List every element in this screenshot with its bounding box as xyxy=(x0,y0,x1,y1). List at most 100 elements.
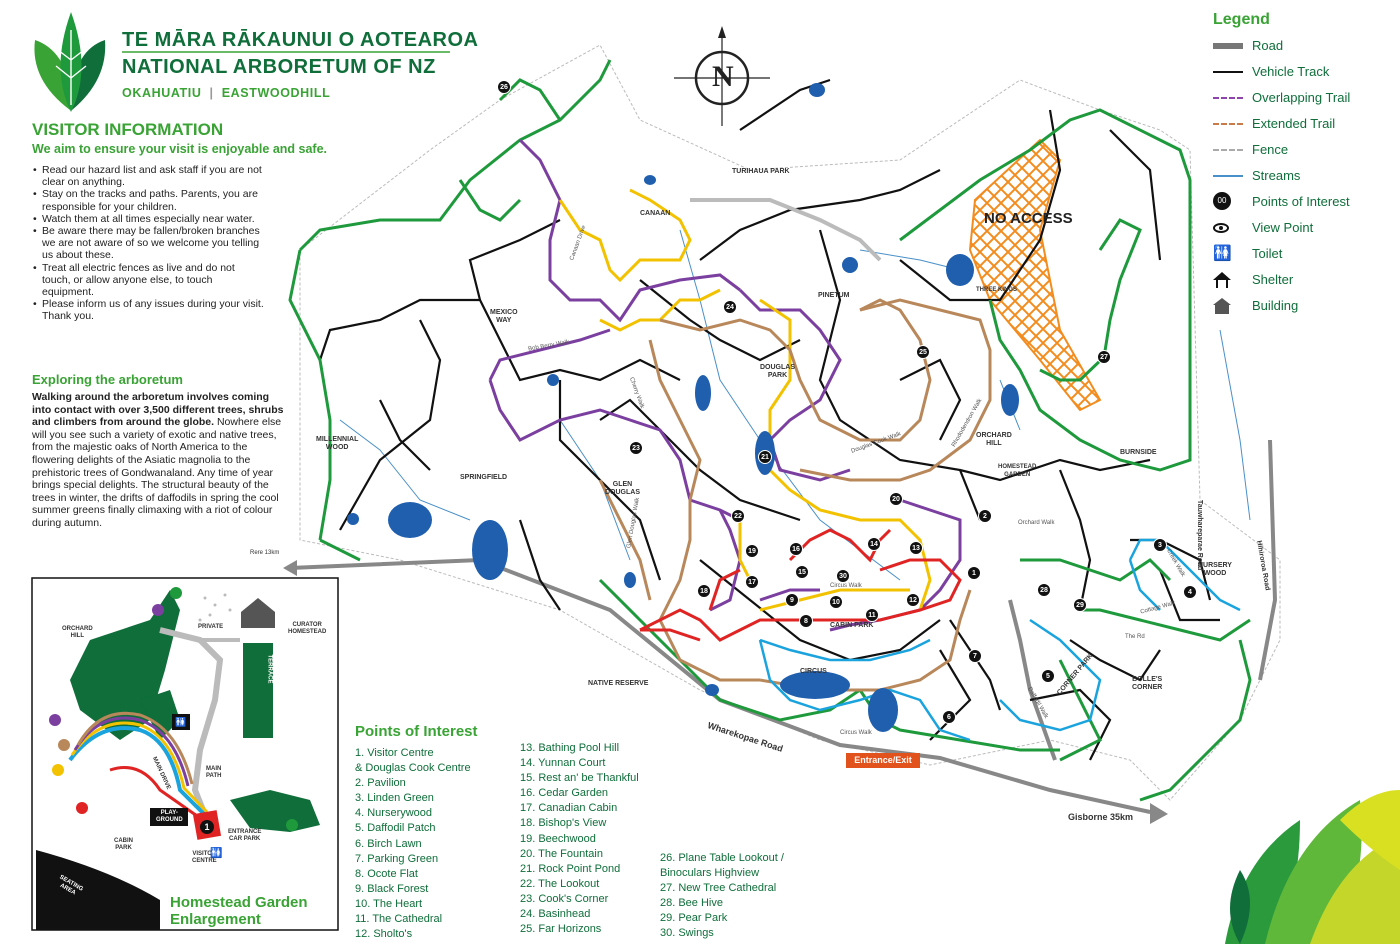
visitor-tip: Treat all electric fences as live and do… xyxy=(33,262,264,299)
poi-marker[interactable]: 5 xyxy=(1041,669,1055,683)
label-millennial-wood: MILLENNIAL WOOD xyxy=(316,436,359,451)
poi-list-item: 19. Beechwood xyxy=(520,832,596,845)
poi-marker[interactable]: 2 xyxy=(978,509,992,523)
label-bolles-corner: BOLLE'S CORNER xyxy=(1132,676,1163,691)
poi-marker[interactable]: 21 xyxy=(758,450,772,464)
poi-marker[interactable]: 23 xyxy=(629,441,643,455)
poi-list-item: 17. Canadian Cabin xyxy=(520,802,618,815)
legend-title: Legend xyxy=(1213,11,1270,28)
label-canaan: CANAAN xyxy=(640,210,671,217)
toilet-icon: 🚻 xyxy=(1213,245,1232,262)
poi-marker[interactable]: 14 xyxy=(867,537,881,551)
poi-marker[interactable]: 29 xyxy=(1073,598,1087,612)
poi-marker[interactable]: 7 xyxy=(968,649,982,663)
poi-list-item: 1. Visitor Centre xyxy=(355,747,434,759)
inset-label-orchard-hill: ORCHARD HILL xyxy=(62,626,93,639)
street-label: Circus Walk xyxy=(840,730,872,736)
poi-marker[interactable]: 24 xyxy=(723,300,737,314)
inset-label-private: PRIVATE xyxy=(198,624,224,630)
label-native-reserve: NATIVE RESERVE xyxy=(588,680,649,687)
eye-icon xyxy=(1213,218,1243,238)
poi-marker[interactable]: 22 xyxy=(731,509,745,523)
visitor-tip: Please inform us of any issues during yo… xyxy=(33,298,264,322)
entrance-exit-sign: Entrance/Exit xyxy=(846,753,920,768)
label-turihaua-park: TURIHAUA PARK xyxy=(732,168,790,175)
exploring-text: Nowhere else will you see such a variety… xyxy=(32,416,282,529)
poi-marker[interactable]: 25 xyxy=(916,345,930,359)
poi-list-item: 3. Linden Green xyxy=(355,792,434,805)
poi-marker[interactable]: 8 xyxy=(799,614,813,628)
label-tauwhareparae-road: Tauwhareparae Road xyxy=(1196,500,1203,571)
label-douglas-park: DOUGLAS PARK xyxy=(760,364,795,379)
brown-trail xyxy=(598,298,992,692)
label-springfield: SPRINGFIELD xyxy=(460,474,508,481)
legend-item-label: Streams xyxy=(1252,168,1301,183)
poi-marker[interactable]: 16 xyxy=(789,542,803,556)
exploring-paragraph: Walking around the arboretum involves co… xyxy=(32,391,284,530)
poi-marker[interactable]: 1 xyxy=(967,566,981,580)
poi-marker[interactable]: 4 xyxy=(1183,585,1197,599)
toilet-icon: 🚻 xyxy=(172,714,190,730)
poi-list-item: 9. Black Forest xyxy=(355,882,429,895)
legend-item-label: Road xyxy=(1252,38,1284,53)
street-label: The Rd xyxy=(1125,634,1145,640)
poi-list-item: 12. Sholto's xyxy=(355,928,413,941)
poi-list-item: 13. Bathing Pool Hill xyxy=(520,742,620,754)
poi-marker[interactable]: 6 xyxy=(942,710,956,724)
poi-marker[interactable]: 28 xyxy=(1037,583,1051,597)
poi-marker[interactable]: 12 xyxy=(906,593,920,607)
exploring-bold: Walking around the arboretum involves co… xyxy=(32,391,284,429)
legend-item-label: Toilet xyxy=(1252,246,1283,261)
label-nursery-wood: NURSERY WOOD xyxy=(1198,562,1232,577)
line-legend-swatch xyxy=(1213,166,1243,186)
label-glen-douglas: GLEN DOUGLAS xyxy=(605,481,640,496)
poi-list-item: 25. Far Horizons xyxy=(520,923,602,936)
poi-list-item: 2. Pavilion xyxy=(355,777,406,790)
label-gisborne: Gisborne 35km xyxy=(1068,812,1134,822)
poi-marker[interactable]: 15 xyxy=(795,565,809,579)
inset-title: Homestead Garden Enlargement xyxy=(170,894,308,928)
inset-label-main-path: MAIN PATH xyxy=(206,766,222,779)
dash-legend-swatch xyxy=(1213,140,1243,160)
poi-list-item: 20. The Fountain xyxy=(520,847,603,860)
label-cabin-park: CABIN PARK xyxy=(830,622,874,629)
dash-legend-swatch xyxy=(1213,88,1243,108)
poi-marker[interactable]: 13 xyxy=(909,541,923,555)
poi-list-item: 16. Cedar Garden xyxy=(520,787,609,800)
poi-marker[interactable]: 19 xyxy=(745,544,759,558)
poi-marker[interactable]: 11 xyxy=(865,608,879,622)
org-title-line2: NATIONAL ARBORETUM OF NZ xyxy=(122,56,436,78)
poi-marker[interactable]: 27 xyxy=(1097,350,1111,364)
legend-item-label: Vehicle Track xyxy=(1252,64,1330,79)
org-subtitle: OKAHUATIU | EASTWOODHILL xyxy=(122,86,330,100)
poi-marker[interactable]: 17 xyxy=(745,575,759,589)
poi-marker[interactable]: 20 xyxy=(889,492,903,506)
poi-marker[interactable]: 26 xyxy=(497,80,511,94)
poi-list-item: 27. New Tree Cathedral xyxy=(660,882,777,895)
line-legend-swatch xyxy=(1213,62,1243,82)
poi-marker[interactable]: 9 xyxy=(785,593,799,607)
ponds xyxy=(347,83,1019,732)
poi-list-item: 21. Rock Point Pond xyxy=(520,862,621,875)
poi-list-item: 11. The Cathedral xyxy=(355,913,443,926)
street-label: Orchard Walk xyxy=(1018,520,1055,526)
gisborne-arrow xyxy=(1150,803,1168,824)
label-three-kings: THREE KINGS xyxy=(976,287,1018,293)
poi-marker[interactable]: 10 xyxy=(829,595,843,609)
visitor-info-subtitle: We aim to ensure your visit is enjoyable… xyxy=(32,142,328,156)
poi-marker[interactable]: 18 xyxy=(697,584,711,598)
poi-list-item: 24. Basinhead xyxy=(520,908,591,921)
shelter-icon xyxy=(1213,270,1243,290)
label-circus: CIRCUS xyxy=(800,668,827,675)
exploring-title: Exploring the arboretum xyxy=(32,372,183,387)
poi-list-item: 22. The Lookout xyxy=(520,877,600,890)
poi-list-item: 8. Ocote Flat xyxy=(355,867,418,880)
poi-marker[interactable]: 3 xyxy=(1153,538,1167,552)
visitor-tip: Read our hazard list and ask staff if yo… xyxy=(33,164,264,188)
poi-marker[interactable]: 30 xyxy=(836,569,850,583)
compass-north-letter: N xyxy=(712,60,734,93)
dash-legend-swatch xyxy=(1213,114,1243,134)
